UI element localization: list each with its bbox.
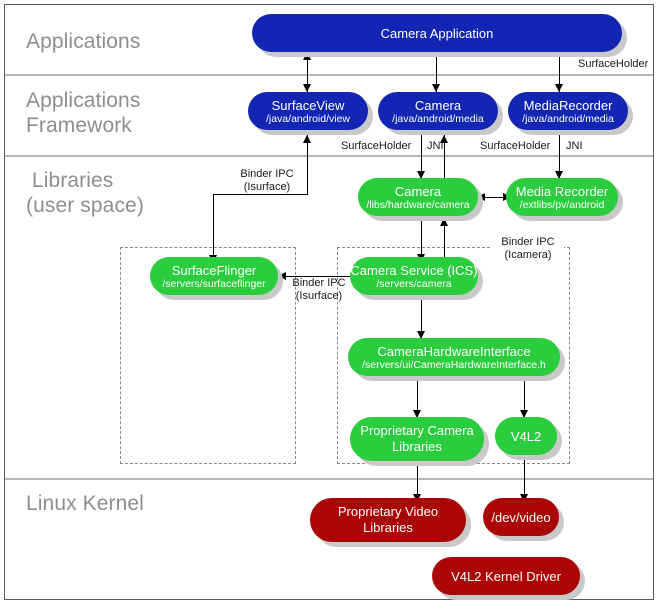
arrowhead-app-surfaceview-down: [303, 84, 311, 92]
node-v4l2[interactable]: V4L2: [495, 417, 557, 455]
dashed-group-surfaceflinger: [120, 247, 296, 464]
node-media-recorder-lib-path: /extlibs/pv/android: [519, 198, 605, 211]
node-camera-application[interactable]: Camera Application: [252, 14, 622, 52]
node-dev-video[interactable]: /dev/video: [483, 498, 559, 536]
edge-app-mediarecorder: [559, 52, 561, 92]
diagram-frame: [4, 4, 654, 600]
node-mediarecorder-title: MediaRecorder: [523, 97, 613, 113]
node-camera-lib[interactable]: Camera /libs/hardware/camera: [358, 178, 478, 216]
node-camera-application-title: Camera Application: [380, 25, 494, 41]
divider-kernel: [5, 478, 653, 480]
arrowhead-mediarecorder-to-lib: [555, 171, 563, 179]
node-dev-video-title: /dev/video: [491, 509, 551, 525]
node-camera-lib-path: /libs/hardware/camera: [366, 198, 470, 211]
arrowhead-service-to-chi: [417, 331, 425, 339]
edge-camera-lib-media-recorder: [480, 197, 508, 199]
node-proprietary-camera-libraries[interactable]: Proprietary Camera Libraries: [350, 417, 484, 461]
layer-label-linux-kernel: Linux Kernel: [26, 492, 144, 515]
node-camera-java[interactable]: Camera /java/android/media: [378, 92, 498, 130]
node-media-recorder-lib-title: Media Recorder: [515, 183, 609, 199]
edge-service-to-camera-lib: [444, 218, 446, 262]
node-mediarecorder[interactable]: MediaRecorder /java/android/media: [508, 92, 628, 130]
node-surfaceview-path: /java/android/view: [265, 112, 351, 125]
edge-service-to-surfaceflinger: [282, 276, 350, 278]
edge-binder-isurface-horizontal: [214, 194, 308, 196]
node-camera-service-title: Camera Service (ICS): [350, 262, 478, 278]
node-surfaceview-title: SurfaceView: [271, 97, 345, 113]
node-surfaceflinger-title: SurfaceFlinger: [171, 262, 257, 278]
node-proprietary-video-libraries[interactable]: Proprietary Video Libraries: [310, 498, 466, 542]
annotation-binder-ipc-icamera-line1: Binder IPC: [492, 236, 564, 249]
node-surfaceview[interactable]: SurfaceView /java/android/view: [248, 92, 368, 130]
annotation-surfaceholder-camera: SurfaceHolder: [341, 140, 412, 152]
edge-binder-isurface-vertical: [213, 194, 215, 264]
arrowhead-camera-lib-to-java: [440, 135, 448, 143]
node-camera-hardware-interface-title: CameraHardwareInterface: [377, 343, 531, 359]
arrowhead-app-camera: [432, 84, 440, 92]
node-camera-java-path: /java/android/media: [392, 112, 484, 125]
node-mediarecorder-path: /java/android/media: [522, 112, 614, 125]
layer-label-applications: Applications: [26, 30, 141, 53]
node-proprietary-video-libraries-title: Proprietary Video Libraries: [337, 504, 439, 535]
divider-applications: [5, 74, 653, 76]
edge-app-surfaceview: [307, 52, 309, 92]
divider-framework: [5, 155, 653, 157]
node-camera-service-path: /servers/camera: [376, 277, 452, 290]
arrowhead-chi-to-v4l2: [520, 410, 528, 418]
annotation-binder-ipc-icamera-line2: (Icamera): [504, 249, 552, 261]
layer-label-libraries: Libraries (user space): [26, 169, 144, 217]
annotation-surfaceholder-mediarecorder: SurfaceHolder: [480, 140, 551, 152]
annotation-binder-ipc-isurface-bottom-line2: (Isurface): [295, 290, 343, 302]
annotation-jni-mediarecorder: JNI: [566, 140, 583, 152]
edge-mediarecorder-to-lib: [559, 135, 561, 179]
annotation-jni-camera: JNI: [427, 140, 444, 152]
edge-chi-to-proprietary-camera: [417, 378, 419, 418]
node-v4l2-kernel-driver-title: V4L2 Kernel Driver: [451, 568, 561, 584]
edge-v4l2-to-dev-video: [524, 456, 526, 502]
arrowhead-service-to-camera-lib: [440, 218, 448, 226]
node-v4l2-kernel-driver[interactable]: V4L2 Kernel Driver: [432, 557, 580, 595]
edge-camera-lib-to-java: [444, 135, 446, 179]
edge-camera-java-to-lib: [421, 135, 423, 179]
node-camera-service[interactable]: Camera Service (ICS) /servers/camera: [350, 257, 478, 295]
node-surfaceflinger-path: /servers/surfaceflinger: [162, 277, 266, 290]
arrowhead-camera-java-to-lib: [417, 171, 425, 179]
node-camera-hardware-interface-path: /servers/ui/CameraHardwareInterface.h: [362, 358, 546, 371]
layer-label-applications-framework: Applications Framework: [26, 89, 141, 137]
node-surfaceflinger[interactable]: SurfaceFlinger /servers/surfaceflinger: [150, 257, 278, 295]
edge-service-to-chi: [421, 295, 423, 339]
annotation-binder-ipc-isurface-top-line2: (Isurface): [243, 181, 291, 193]
edge-app-camera: [436, 52, 438, 92]
arrowhead-app-mediarecorder: [555, 84, 563, 92]
arrowhead-surfaceview-binder: [303, 135, 311, 143]
annotation-binder-ipc-isurface-top-line1: Binder IPC: [240, 168, 294, 180]
edge-camera-lib-to-service: [421, 218, 423, 262]
node-camera-lib-title: Camera: [394, 183, 442, 199]
node-proprietary-camera-libraries-title: Proprietary Camera Libraries: [360, 423, 474, 454]
annotation-binder-ipc-isurface-bottom-line1: Binder IPC: [292, 277, 346, 289]
edge-proprietary-camera-to-video: [417, 460, 419, 502]
node-camera-java-title: Camera: [414, 97, 462, 113]
edge-surfaceview-binder: [307, 135, 309, 195]
node-media-recorder-lib[interactable]: Media Recorder /extlibs/pv/android: [506, 178, 618, 216]
annotation-surfaceholder-app: SurfaceHolder: [578, 58, 649, 70]
node-v4l2-title: V4L2: [510, 428, 542, 444]
edge-chi-to-v4l2: [524, 378, 526, 418]
arrowhead-chi-to-proprietary-camera: [413, 410, 421, 418]
node-camera-hardware-interface[interactable]: CameraHardwareInterface /servers/ui/Came…: [348, 338, 560, 376]
